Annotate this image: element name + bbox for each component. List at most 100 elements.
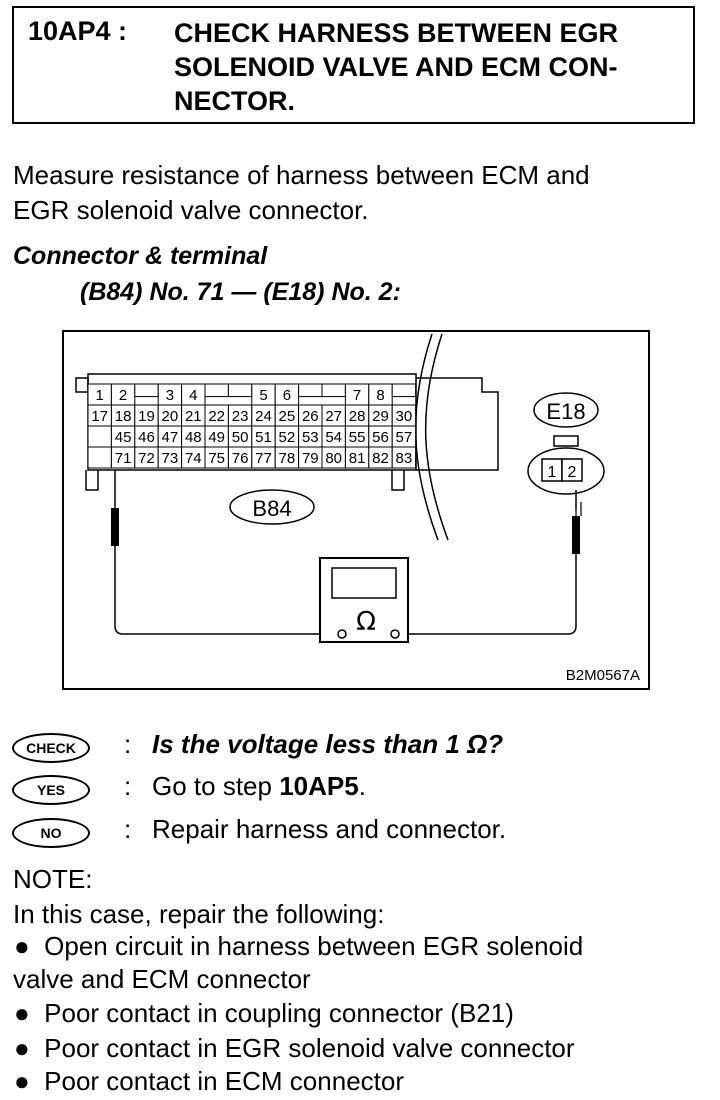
ecm-pin-71: 71 — [115, 450, 132, 467]
figure-code: B2M0567A — [566, 667, 640, 684]
ecm-pin-72: 72 — [138, 450, 155, 467]
ecm-pin-cell — [391, 383, 417, 398]
ecm-pin-19: 19 — [138, 408, 155, 425]
ecm-pin-26: 26 — [302, 408, 319, 425]
ecm-pin-49: 49 — [208, 429, 225, 446]
step-title: CHECK HARNESS BETWEEN EGR SOLENOID VALVE… — [174, 18, 619, 116]
instruction-line-2: EGR solenoid valve connector. — [13, 195, 369, 225]
ecm-pin-3: 3 — [166, 387, 174, 404]
note-item-1: Open circuit in harness between EGR sole… — [44, 931, 584, 961]
ecm-pin-23: 23 — [232, 408, 249, 425]
ecm-pin-48: 48 — [185, 429, 202, 446]
note-intro: In this case, repair the following: — [13, 899, 385, 929]
ecm-pin-30: 30 — [396, 408, 413, 425]
ecm-pin-cell — [227, 383, 253, 398]
ecm-pin-1: 1 — [96, 387, 104, 404]
valve-pin-1: 1 — [548, 464, 557, 481]
ecm-pin-52: 52 — [279, 429, 296, 446]
probe-right — [572, 516, 580, 554]
note-item-3: Poor contact in EGR solenoid valve conne… — [44, 1033, 575, 1063]
step-number: 10AP4 : — [28, 16, 128, 46]
ecm-pin-24: 24 — [255, 408, 272, 425]
ecm-pin-25: 25 — [279, 408, 296, 425]
check-badge: CHECK — [12, 733, 90, 763]
lead-right — [399, 554, 577, 635]
ecm-pin-83: 83 — [396, 450, 413, 467]
ecm-pin-50: 50 — [232, 429, 249, 446]
valve-label-ellipse — [533, 392, 599, 428]
ohmmeter-display — [331, 567, 397, 599]
yes-colon: : — [124, 771, 132, 801]
ecm-connector-label: B84 — [252, 496, 291, 521]
ecm-pin-18: 18 — [115, 408, 132, 425]
note-label: NOTE: — [13, 864, 93, 894]
lead-left — [114, 546, 334, 635]
ecm-pin-57: 57 — [396, 429, 413, 446]
ecm-pin-76: 76 — [232, 450, 249, 467]
ecm-pin-74: 74 — [185, 450, 202, 467]
note-bullet-4: ● Poor contact in ECM connector — [14, 1066, 404, 1096]
yes-badge: YES — [12, 775, 90, 805]
ecm-pin-81: 81 — [349, 450, 366, 467]
ecm-label-ellipse — [229, 489, 315, 525]
probe-left — [111, 508, 119, 546]
ecm-pin-17: 17 — [91, 408, 108, 425]
spec-heading: Connector & terminal — [13, 242, 268, 270]
ecm-pin-4: 4 — [189, 387, 197, 404]
ecm-pin-20: 20 — [162, 408, 179, 425]
ecm-pin-cell — [204, 383, 229, 398]
ecm-pin-cell — [391, 446, 417, 469]
valve-pin-2: 2 — [568, 464, 577, 481]
ecm-pin-77: 77 — [255, 450, 272, 467]
ecm-pin-82: 82 — [372, 450, 389, 467]
valve-connector-label: E18 — [546, 399, 585, 424]
ecm-pin-55: 55 — [349, 429, 366, 446]
ecm-pin-45: 45 — [115, 429, 132, 446]
no-answer: Repair harness and connector. — [152, 814, 507, 844]
check-question: Is the voltage less than 1 Ω? — [152, 729, 504, 759]
yes-suffix: . — [358, 771, 366, 801]
ecm-pin-27: 27 — [325, 408, 342, 425]
ecm-pin-79: 79 — [302, 450, 319, 467]
spec-terminals: (B84) No. 71 — (E18) No. 2: — [80, 278, 401, 306]
ecm-pin-6: 6 — [283, 387, 291, 404]
ecm-pin-47: 47 — [162, 429, 179, 446]
break-line — [424, 333, 449, 541]
ecm-pin-21: 21 — [185, 408, 202, 425]
ecm-pin-cell — [321, 383, 346, 398]
instruction-line-1: Measure resistance of harness between EC… — [13, 160, 590, 190]
note-item-2: Poor contact in coupling connector (B21) — [44, 998, 514, 1028]
ecm-pin-75: 75 — [208, 450, 225, 467]
step-header-box: 10AP4 : CHECK HARNESS BETWEEN EGR SOLENO… — [12, 6, 695, 124]
note-bullet-1: ● Open circuit in harness between EGR so… — [14, 931, 584, 961]
ecm-pin-28: 28 — [349, 408, 366, 425]
note-item-4: Poor contact in ECM connector — [44, 1066, 404, 1096]
ecm-pin-51: 51 — [255, 429, 272, 446]
ecm-pin-29: 29 — [372, 408, 389, 425]
ecm-pin-2: 2 — [119, 387, 127, 404]
note-bullet-2: ● Poor contact in coupling connector (B2… — [14, 998, 514, 1028]
note-item-1-cont: valve and ECM connector — [13, 964, 311, 994]
no-badge: NO — [12, 818, 90, 848]
ecm-pin-cell — [87, 425, 112, 448]
check-colon: : — [124, 729, 132, 759]
ecm-pin-8: 8 — [376, 387, 384, 404]
yes-step-link: 10AP5 — [279, 771, 359, 801]
no-colon: : — [124, 814, 132, 844]
ecm-pin-73: 73 — [162, 450, 179, 467]
ecm-pin-54: 54 — [325, 429, 342, 446]
ecm-pin-46: 46 — [138, 429, 155, 446]
yes-text: Go to step — [152, 771, 280, 801]
ecm-pin-80: 80 — [325, 450, 342, 467]
yes-answer: Go to step 10AP5. — [152, 771, 366, 802]
ecm-pin-5: 5 — [259, 387, 267, 404]
ecm-pin-22: 22 — [208, 408, 225, 425]
note-bullet-3: ● Poor contact in EGR solenoid valve con… — [14, 1033, 575, 1063]
ecm-pin-cell — [298, 383, 323, 398]
ecm-pin-78: 78 — [279, 450, 296, 467]
ecm-pin-53: 53 — [302, 429, 319, 446]
ecm-pin-56: 56 — [372, 429, 389, 446]
